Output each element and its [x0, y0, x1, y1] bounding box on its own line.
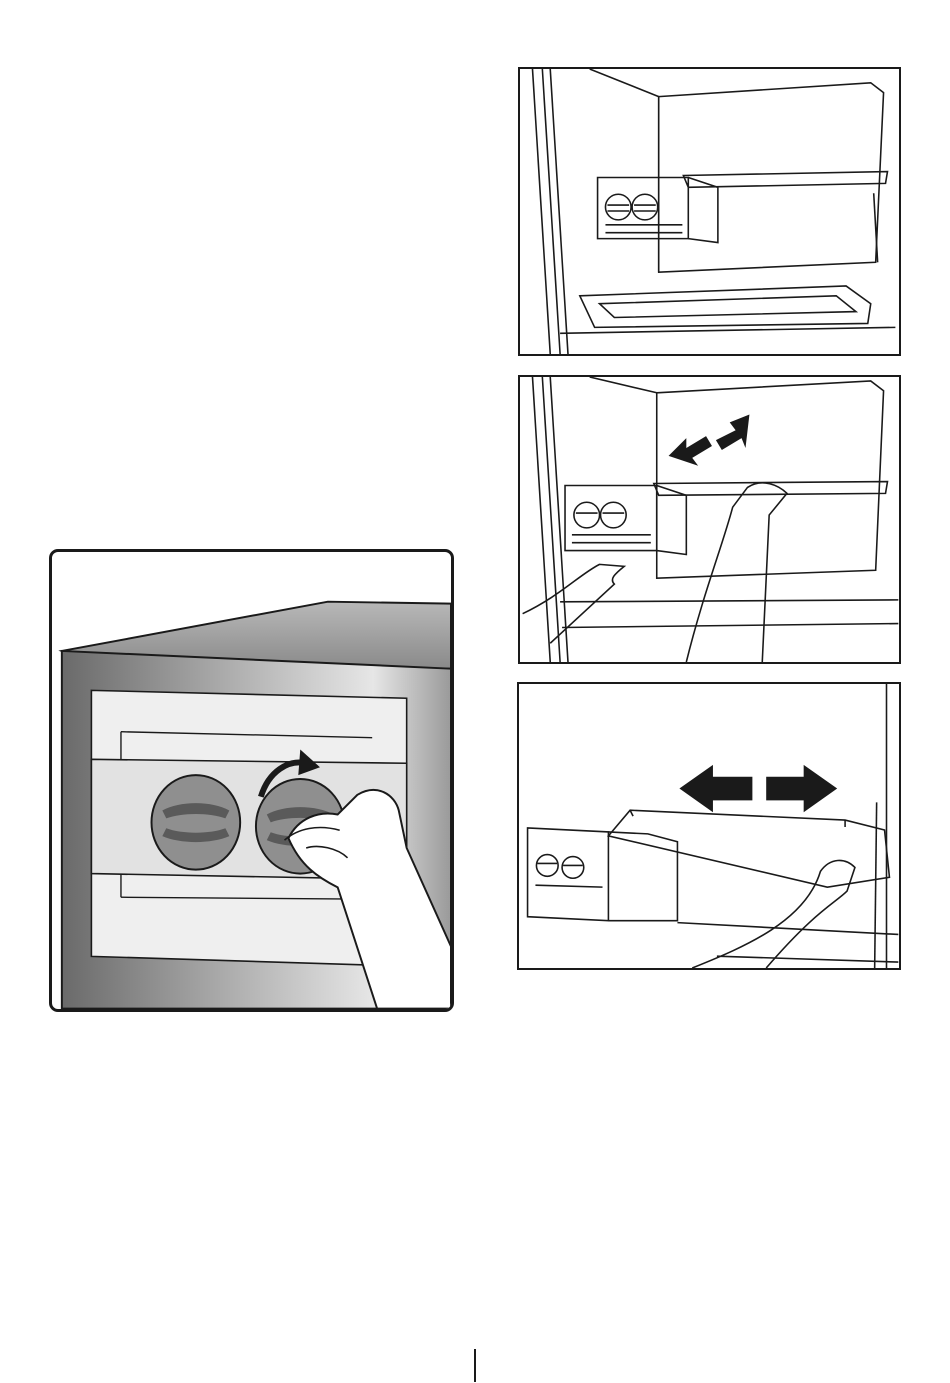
figure-rotate-knob-closeup — [49, 549, 454, 1012]
illustration-remove-shelf — [520, 377, 899, 662]
figure-fridge-shelf-with-drawer — [518, 67, 901, 356]
figure-remove-shelf-with-hands — [518, 375, 901, 664]
figure-slide-shelf-drawer — [517, 682, 901, 970]
illustration-fridge-shelf — [520, 69, 899, 354]
knob-left-icon — [152, 775, 241, 870]
illustration-slide-shelf — [519, 684, 899, 968]
horizontal-arrows-icon — [679, 765, 837, 812]
double-arrow-icon — [669, 414, 750, 465]
illustration-rotate-knob — [52, 552, 451, 1009]
page-number-divider — [474, 1349, 476, 1382]
